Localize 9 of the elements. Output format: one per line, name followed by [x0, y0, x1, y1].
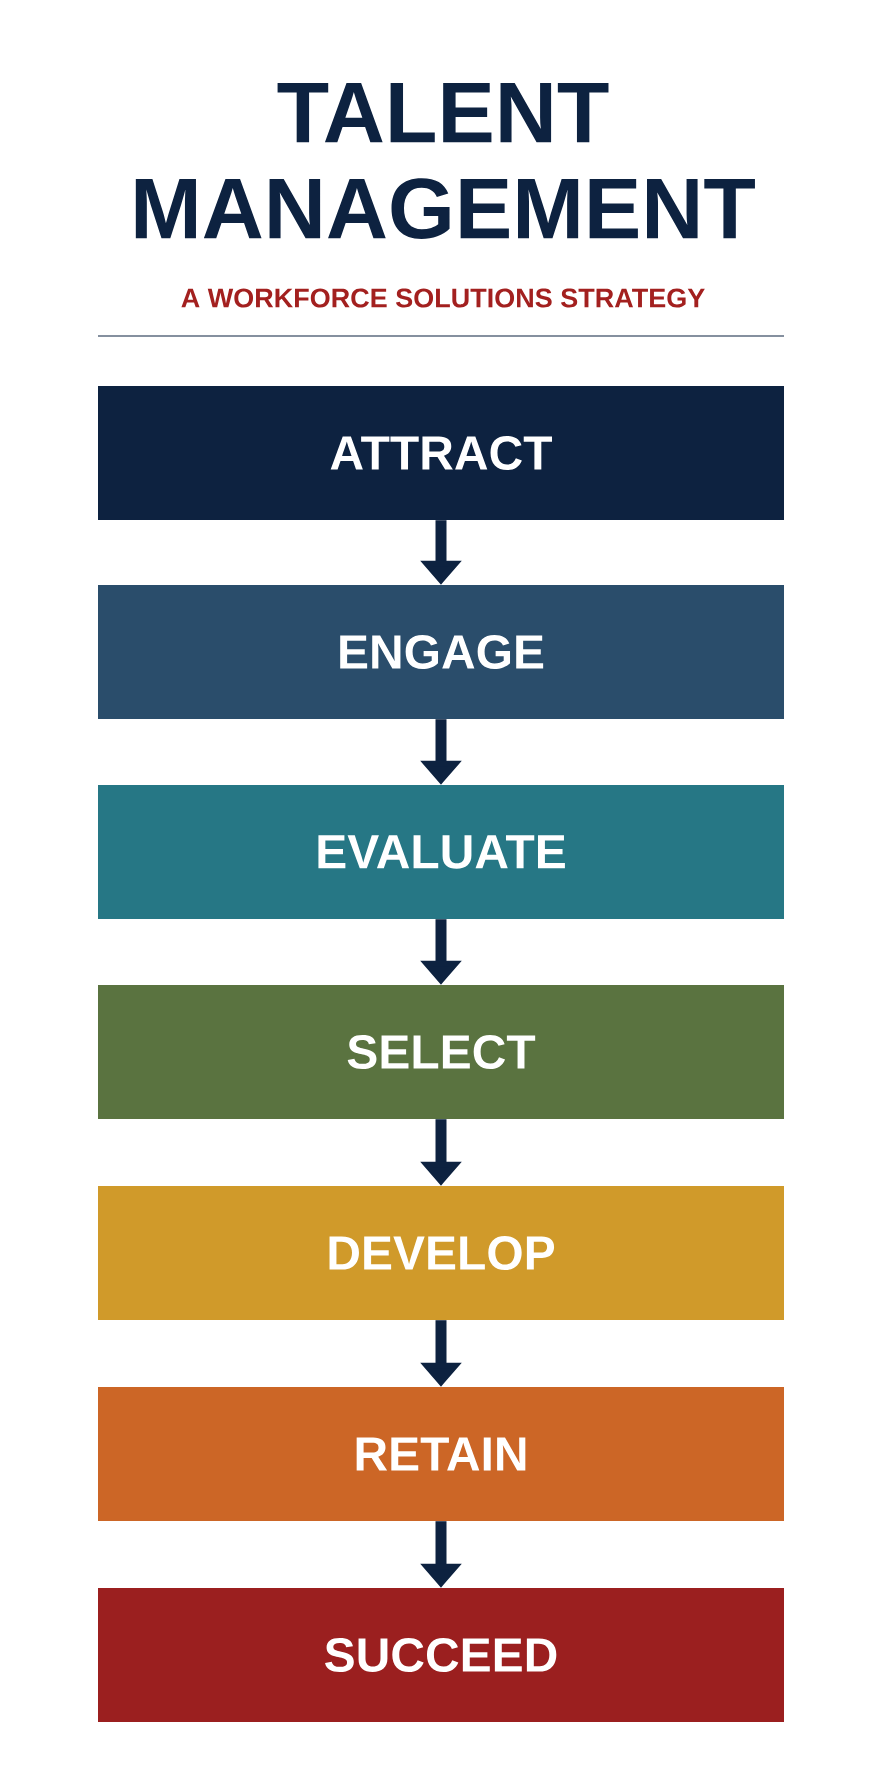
step-box: ENGAGE	[98, 585, 784, 719]
step-box: ATTRACT	[98, 386, 784, 520]
step-box: SUCCEED	[98, 1588, 784, 1722]
subtitle: A WORKFORCE SOLUTIONS STRATEGY	[181, 288, 705, 308]
title: TALENT MANAGEMENT	[135, 83, 755, 239]
step-box: DEVELOP	[98, 1186, 784, 1320]
step-box: RETAIN	[98, 1387, 784, 1521]
step-box: SELECT	[98, 985, 784, 1119]
step-box: EVALUATE	[98, 785, 784, 919]
